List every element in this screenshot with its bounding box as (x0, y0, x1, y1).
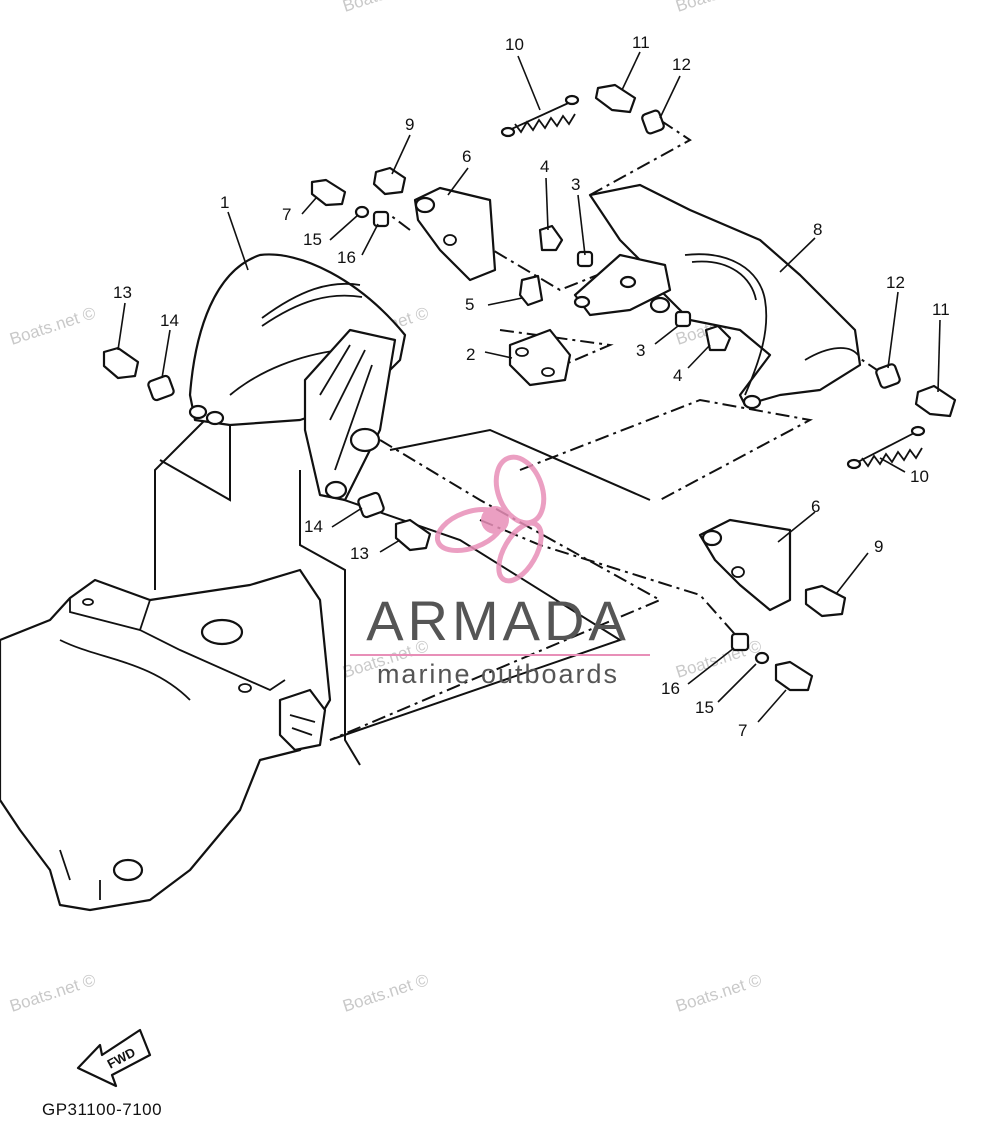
callout-9: 9 (405, 115, 414, 134)
callout-1: 1 (220, 193, 229, 212)
part-10-spring-upper (500, 94, 580, 138)
fwd-arrow-icon: FWD (76, 1028, 152, 1088)
propeller-icon (434, 454, 547, 584)
callout-labels: 1 2 3 3 4 4 5 6 6 7 7 8 9 9 10 10 11 11 … (113, 33, 950, 740)
watermark: Boats.net © (673, 970, 764, 1016)
callout-9: 9 (874, 537, 883, 556)
callout-6: 6 (462, 147, 471, 166)
callout-3: 3 (636, 341, 645, 360)
callout-13: 13 (350, 544, 369, 563)
bushing-parts (147, 109, 901, 665)
assembly-solid-lines (154, 419, 651, 766)
lower-unit-casing (0, 568, 332, 912)
callout-15: 15 (695, 698, 714, 717)
part-2-plate (508, 328, 572, 387)
callout-7: 7 (738, 721, 747, 740)
callout-8: 8 (813, 220, 822, 239)
brand-name: ARMADA (366, 589, 630, 652)
armada-logo: ARMADA marine outboards (350, 454, 650, 689)
watermark: Boats.net © (7, 970, 98, 1016)
part-10-spring-lower (846, 425, 926, 470)
diagram-code: GP31100-7100 (42, 1100, 162, 1119)
callout-3: 3 (571, 175, 580, 194)
callout-5: 5 (465, 295, 474, 314)
link-plate (573, 253, 672, 317)
callout-14: 14 (304, 517, 323, 536)
callout-4: 4 (540, 157, 549, 176)
part-6-lower-bracket (698, 518, 792, 612)
callout-12: 12 (886, 273, 905, 292)
callout-16: 16 (661, 679, 680, 698)
callout-11: 11 (932, 300, 950, 319)
engine-mount-bracket (303, 328, 397, 502)
watermark: Boats.net © (340, 970, 431, 1016)
callout-15: 15 (303, 230, 322, 249)
watermark: Boats.net © (7, 303, 98, 349)
leader-lines (117, 51, 941, 723)
watermark: Boats.net © (340, 0, 431, 16)
part-6-upper-bracket (413, 186, 497, 282)
callout-12: 12 (672, 55, 691, 74)
callout-13: 13 (113, 283, 132, 302)
callout-6: 6 (811, 497, 820, 516)
callout-14: 14 (160, 311, 179, 330)
callout-7: 7 (282, 205, 291, 224)
watermark: Boats.net © (673, 0, 764, 16)
brand-tagline: marine outboards (377, 659, 619, 689)
callout-10: 10 (910, 467, 929, 486)
callout-2: 2 (466, 345, 475, 364)
callout-4: 4 (673, 366, 682, 385)
callout-10: 10 (505, 35, 524, 54)
callout-11: 11 (632, 33, 650, 52)
callout-16: 16 (337, 248, 356, 267)
